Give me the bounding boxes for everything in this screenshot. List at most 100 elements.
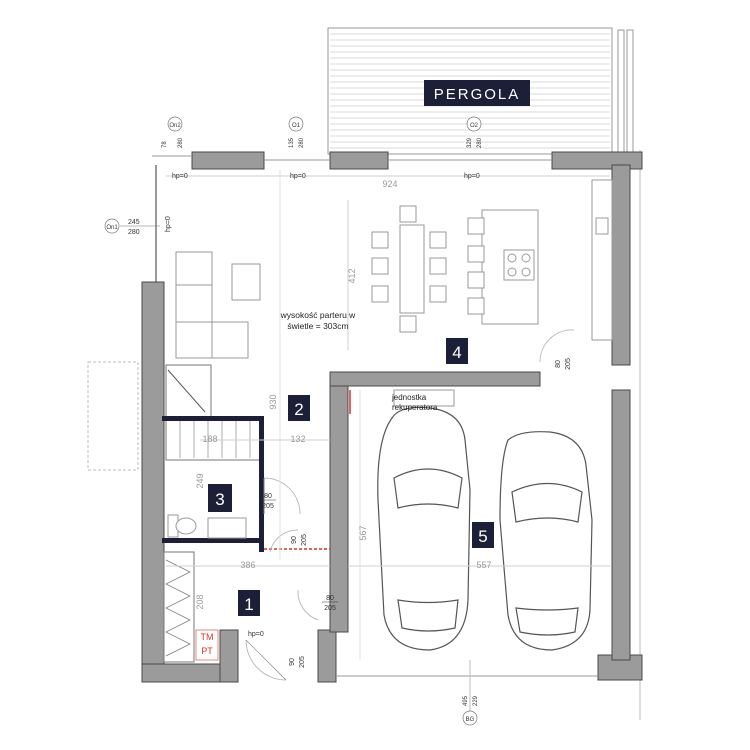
room-height-line-2: świetle = 303cm bbox=[287, 321, 348, 331]
door-label-3: 80 205 bbox=[260, 493, 276, 510]
svg-text:245: 245 bbox=[128, 219, 140, 226]
room-badge-4: 4 bbox=[446, 338, 468, 364]
wall-top-1 bbox=[191, 151, 265, 170]
room-badge-2: 2 bbox=[288, 395, 310, 421]
svg-text:229: 229 bbox=[473, 695, 479, 706]
hp-mark-5: hp=0 bbox=[248, 631, 264, 638]
washbasin bbox=[207, 517, 247, 539]
svg-text:3: 3 bbox=[215, 490, 224, 509]
room-badge-1: 1 bbox=[238, 590, 260, 616]
svg-text:205: 205 bbox=[262, 503, 274, 510]
dim-132: 132 bbox=[290, 434, 305, 444]
window-tag-on2: On2 78 280 bbox=[162, 116, 184, 148]
sofa bbox=[175, 251, 261, 359]
room-height-line-1: wysokość parteru w bbox=[280, 310, 356, 320]
dim-208: 208 bbox=[195, 594, 205, 609]
svg-text:280: 280 bbox=[128, 229, 140, 236]
recuperator-line-2: rekuperatora bbox=[392, 403, 438, 412]
wall-bottom-4 bbox=[597, 654, 643, 681]
wall-bottom-2 bbox=[219, 629, 239, 683]
dimension-lines bbox=[166, 170, 610, 720]
door-label-1: 80 205 bbox=[322, 595, 338, 612]
dim-249: 249 bbox=[195, 473, 205, 488]
svg-text:329: 329 bbox=[467, 137, 473, 148]
svg-text:280: 280 bbox=[477, 137, 483, 148]
room-badge-3: 3 bbox=[208, 484, 232, 512]
svg-text:BG: BG bbox=[466, 717, 475, 723]
door-swings bbox=[245, 329, 575, 681]
wall-top-2 bbox=[329, 151, 389, 170]
car-left bbox=[377, 389, 471, 651]
wardrobe bbox=[163, 551, 195, 663]
pergola-label-box bbox=[424, 80, 530, 106]
window-tag-o1: O1 135 280 bbox=[288, 116, 305, 148]
svg-text:90: 90 bbox=[291, 536, 298, 544]
pergola: PERGOLA bbox=[327, 27, 613, 155]
dim-567: 567 bbox=[358, 525, 368, 540]
kitchen-counter bbox=[591, 179, 613, 341]
terrace-outline bbox=[87, 361, 139, 471]
wall-left bbox=[141, 281, 165, 683]
svg-text:80: 80 bbox=[326, 595, 334, 602]
armchair bbox=[231, 263, 261, 301]
hp-mark-2: hp=0 bbox=[290, 173, 306, 180]
svg-text:80: 80 bbox=[555, 360, 562, 368]
svg-text:1: 1 bbox=[244, 595, 253, 614]
window-tag-bg: BG 495 229 bbox=[462, 695, 479, 726]
wall-garage-left bbox=[329, 371, 349, 633]
dim-188: 188 bbox=[202, 434, 217, 444]
svg-text:90: 90 bbox=[289, 658, 296, 666]
svg-text:280: 280 bbox=[299, 137, 305, 148]
outer-walls bbox=[141, 151, 643, 683]
cooktop bbox=[503, 249, 535, 281]
hp-mark-3: hp=0 bbox=[464, 173, 480, 180]
bathroom-walls bbox=[162, 416, 264, 552]
dim-386: 386 bbox=[240, 560, 255, 570]
tm-pt-box: TM PT bbox=[195, 629, 219, 661]
svg-text:78: 78 bbox=[162, 141, 168, 148]
dim-924: 924 bbox=[382, 179, 397, 189]
wall-right-lower bbox=[611, 389, 631, 661]
wall-bottom-3 bbox=[317, 629, 337, 683]
pt-label: PT bbox=[201, 646, 213, 656]
svg-text:205: 205 bbox=[324, 605, 336, 612]
svg-text:4: 4 bbox=[452, 343, 461, 362]
svg-text:O1: O1 bbox=[292, 123, 301, 129]
wall-garage-top bbox=[329, 371, 541, 387]
svg-text:495: 495 bbox=[463, 695, 469, 706]
window-tag-on1: On1 245 280 bbox=[104, 218, 160, 236]
toilet bbox=[167, 514, 197, 538]
svg-text:205: 205 bbox=[301, 534, 308, 546]
recuperator-line-1: jednostka bbox=[391, 393, 427, 402]
recuperator-unit bbox=[393, 389, 455, 407]
door-label-4: 80 205 bbox=[555, 358, 572, 370]
red-markers bbox=[264, 390, 351, 550]
sink bbox=[595, 217, 609, 235]
staircase bbox=[165, 364, 262, 461]
car-right bbox=[499, 431, 593, 651]
dining-table bbox=[371, 205, 447, 333]
door-label-entry: 90 205 bbox=[289, 656, 306, 668]
svg-text:2: 2 bbox=[294, 400, 303, 419]
svg-text:80: 80 bbox=[264, 493, 272, 500]
dim-557: 557 bbox=[476, 560, 491, 570]
wall-right-upper bbox=[611, 164, 631, 366]
svg-text:On1: On1 bbox=[106, 225, 118, 231]
window-tag-o2: O2 329 280 bbox=[466, 116, 483, 148]
svg-text:On2: On2 bbox=[169, 123, 181, 129]
svg-text:205: 205 bbox=[299, 656, 306, 668]
hp-mark-1: hp=0 bbox=[172, 173, 188, 180]
door-label-2: 90 205 bbox=[291, 534, 308, 546]
dim-930: 930 bbox=[268, 394, 278, 409]
tm-label: TM bbox=[201, 632, 214, 642]
svg-text:135: 135 bbox=[289, 137, 295, 148]
room-badge-5: 5 bbox=[472, 522, 494, 548]
svg-text:5: 5 bbox=[478, 527, 487, 546]
kitchen-island bbox=[467, 209, 539, 325]
dim-412: 412 bbox=[347, 268, 357, 283]
svg-text:280: 280 bbox=[178, 137, 184, 148]
hp-mark-4: hp=0 bbox=[165, 216, 172, 232]
pergola-label: PERGOLA bbox=[434, 86, 521, 103]
svg-text:O2: O2 bbox=[470, 123, 479, 129]
